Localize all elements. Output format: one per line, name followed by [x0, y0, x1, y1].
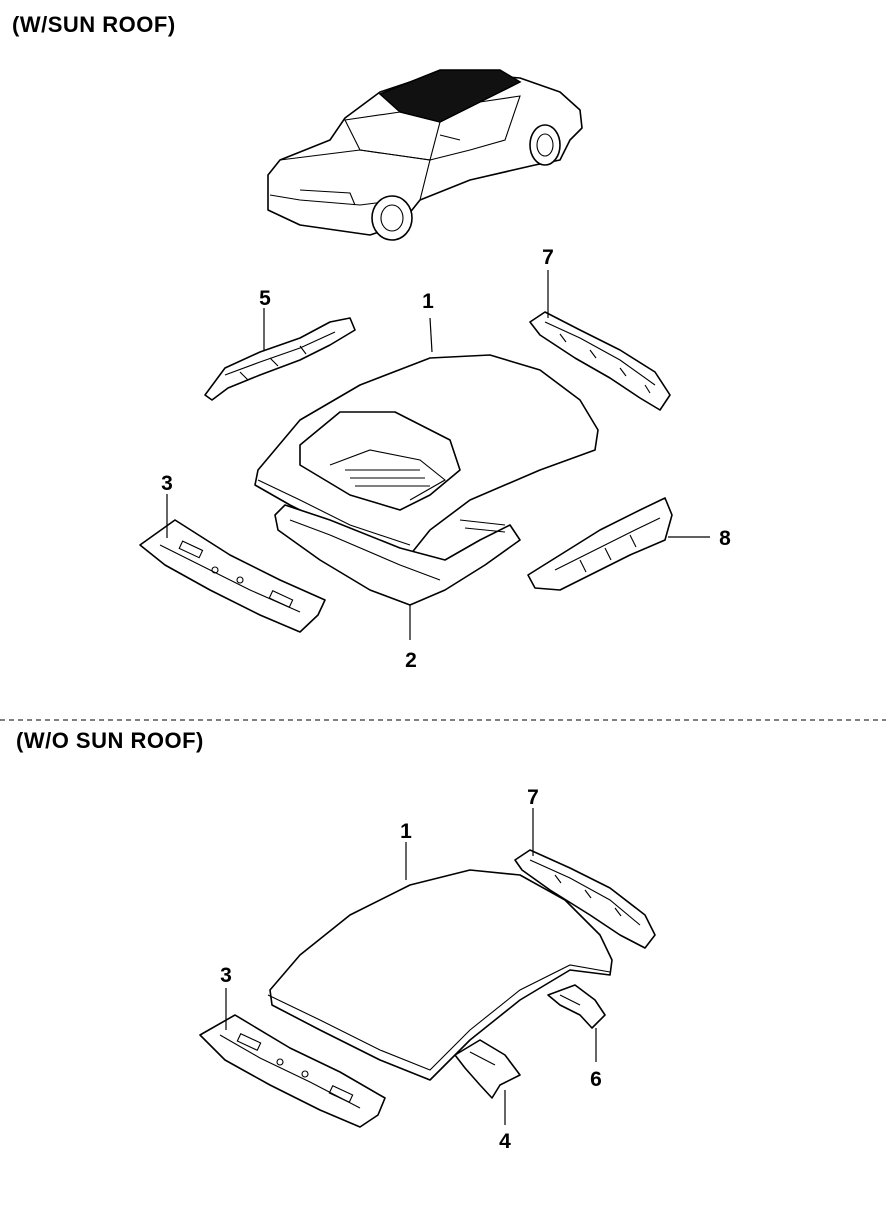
callout-2: 2: [405, 649, 417, 672]
callout-3: 3: [161, 472, 173, 495]
part-5-rail: [204, 317, 356, 401]
heading-without-sunroof: (W/O SUN ROOF): [16, 728, 204, 753]
callout-1: 1: [422, 290, 434, 313]
part-8-rail: [527, 497, 673, 591]
callout-6: 6: [590, 1068, 602, 1091]
part-7-rail-no-sunroof: [514, 849, 656, 949]
part-3-front-rail: [139, 519, 326, 633]
callout-5: 5: [259, 287, 271, 310]
part-6-bow: [547, 984, 606, 1029]
part-1-roof-plain: [267, 869, 613, 1081]
callout-7b: 7: [527, 786, 539, 809]
callout-7: 7: [542, 246, 554, 269]
callout-3b: 3: [220, 964, 232, 987]
part-7-rail: [529, 311, 671, 411]
part-2-sunroof-frame: [274, 504, 521, 606]
callout-8: 8: [719, 527, 731, 550]
callout-1b: 1: [400, 820, 412, 843]
part-3-front-rail-no-sunroof: [199, 1014, 386, 1128]
callout-4: 4: [499, 1130, 511, 1153]
car-illustration: [267, 69, 583, 241]
heading-with-sunroof: (W/SUN ROOF): [12, 12, 176, 37]
part-4-bow: [454, 1039, 521, 1099]
